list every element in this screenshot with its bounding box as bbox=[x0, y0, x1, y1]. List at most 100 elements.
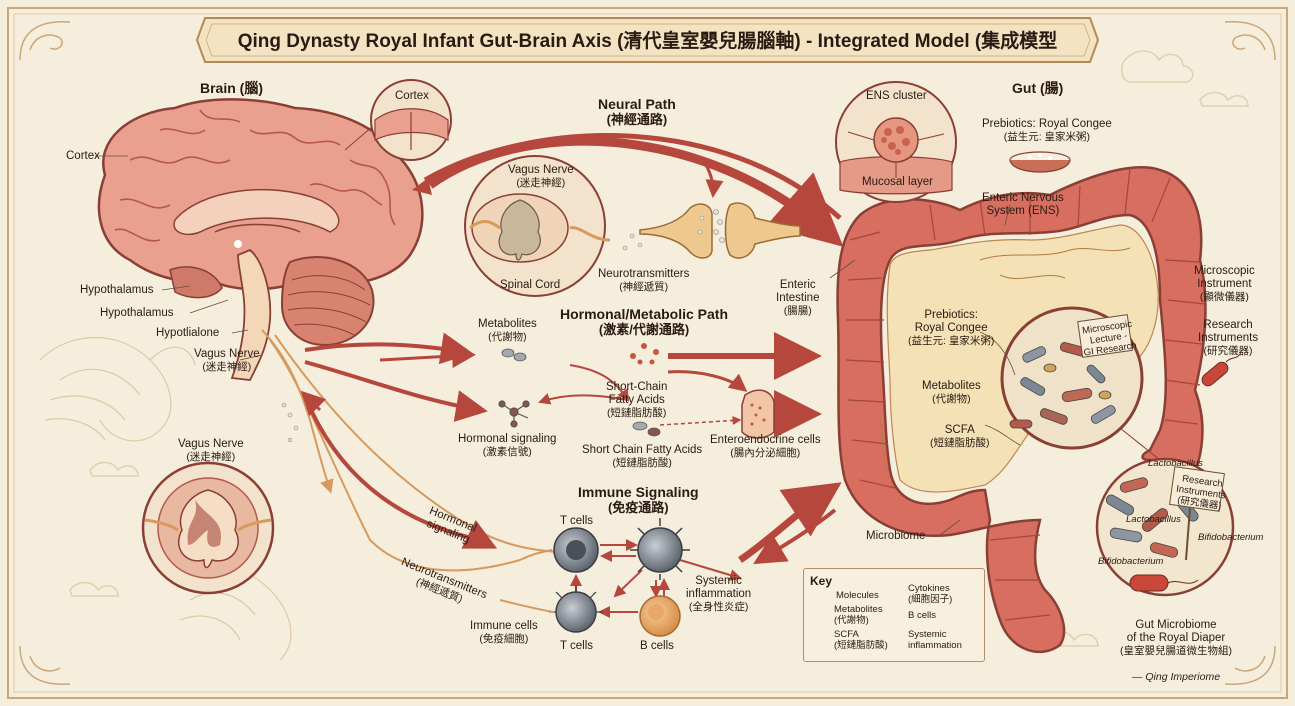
enteroendocrine-label: Enteroendocrine cells (腸內分泌細胞) bbox=[710, 434, 821, 460]
immune-path-title-en: Immune Signaling bbox=[578, 484, 699, 500]
research-instruments-sign: Research Instruments (研究儀器) bbox=[1174, 473, 1228, 513]
prebiotics-mid-label-en: Prebiotics: Royal Congee bbox=[915, 309, 988, 334]
legend-systemic: Systemic inflammation bbox=[908, 630, 962, 651]
scfa-label-en: Short-Chain Fatty Acids bbox=[606, 381, 667, 406]
hormonal-signaling-label: Hormonal signaling (激素信號) bbox=[458, 433, 556, 459]
gut-microbiome-caption: Gut Microbiome of the Royal Diaper (皇室嬰兒… bbox=[1120, 606, 1232, 697]
immune-cell-icon bbox=[549, 518, 690, 636]
prebiotics-top-label-en: Prebiotics: Royal Congee bbox=[982, 118, 1112, 130]
neural-vagus-label-en: Vagus Nerve bbox=[508, 164, 574, 176]
gut-microbiome-caption-zh: (皇室嬰兒腸道微生物組) bbox=[1120, 645, 1232, 658]
immune-path-title: Immune Signaling (免疫通路) bbox=[578, 484, 699, 516]
page-title: Qing Dynasty Royal Infant Gut-Brain Axis… bbox=[200, 26, 1095, 53]
legend-cytokines-en: Cytokines bbox=[908, 583, 950, 594]
metabolites-label-en: Metabolites bbox=[478, 318, 537, 330]
gut-microbiome-caption-en: Gut Microbiome of the Royal Diaper bbox=[1127, 619, 1225, 644]
cortex-inset-label: Cortex bbox=[395, 90, 429, 103]
synapse-illustration bbox=[623, 203, 800, 258]
neural-path-title-zh: (神經通路) bbox=[598, 112, 676, 128]
legend-metabolites-zh: (代謝物) bbox=[834, 615, 869, 626]
neural-vagus-label: Vagus Nerve (迷走神經) bbox=[508, 164, 574, 190]
gut-metabolites-label-en: Metabolites bbox=[922, 380, 981, 392]
immune-cells-label-en: Immune cells bbox=[470, 620, 538, 632]
scfa2-label-en: Short Chain Fatty Acids bbox=[582, 444, 702, 456]
research-instruments-label: Research Instruments (研究儀器) bbox=[1198, 306, 1258, 371]
hormonal-signaling-label-en: Hormonal signaling bbox=[458, 433, 556, 445]
legend-scfa: SCFA (短鏈脂肪酸) bbox=[834, 630, 888, 651]
gut-scfa-label: SCFA (短鏈脂肪酸) bbox=[930, 424, 990, 450]
prebiotics-mid-label: Prebiotics: Royal Congee (益生元: 皇家米粥) bbox=[908, 296, 994, 361]
lactobacillus-label-1: Lactobacillus bbox=[1148, 458, 1203, 469]
immune-cells-label: Immune cells (免疫細胞) bbox=[470, 620, 538, 646]
legend-scfa-en: SCFA bbox=[834, 629, 859, 640]
bifidobacterium-label-1: Bifidobacterium bbox=[1198, 532, 1263, 543]
vagus-nerve-label-zh: (迷走神經) bbox=[194, 361, 260, 374]
legend-systemic-en2: inflammation bbox=[908, 640, 962, 651]
systemic-inflammation-label-zh: (全身性炎症) bbox=[686, 601, 751, 614]
scfa-molecule-icon bbox=[630, 343, 659, 365]
gut-scfa-label-en: SCFA bbox=[945, 424, 975, 436]
cortex-label: Cortex bbox=[66, 150, 100, 163]
royal-congee-bowl-icon bbox=[1010, 152, 1070, 172]
vagus-nerve-label-en: Vagus Nerve bbox=[194, 348, 260, 360]
vagus-nerve-label: Vagus Nerve (迷走神經) bbox=[194, 348, 260, 374]
ens-label: Enteric Nervous System (ENS) bbox=[982, 192, 1064, 218]
microscopic-instrument-label-zh: (顯微儀器) bbox=[1194, 291, 1255, 304]
hypothalamus-label-2: Hypothalamus bbox=[100, 307, 174, 320]
enteric-intestine-label-zh: (腸腸) bbox=[776, 305, 819, 318]
microbiome-label: Microbiome bbox=[866, 530, 925, 543]
bcells-label: B cells bbox=[640, 640, 674, 653]
vagus-nerve-label-2-en: Vagus Nerve bbox=[178, 438, 244, 450]
brain-section-title: Brain (腦) bbox=[200, 80, 263, 96]
enteroendocrine-cell-icon bbox=[742, 390, 774, 438]
enteroendocrine-label-en: Enteroendocrine cells bbox=[710, 434, 821, 446]
vagus-nerve-label-2-zh: (迷走神經) bbox=[178, 451, 244, 464]
neurotransmitters-label-zh: (神經遞質) bbox=[598, 281, 689, 294]
legend-metabolites: Metabolites (代謝物) bbox=[834, 605, 883, 626]
neurotransmitters-label: Neurotransmitters (神經遞質) bbox=[598, 268, 689, 294]
hormonal-path-title-en: Hormonal/Metabolic Path bbox=[560, 306, 728, 322]
systemic-inflammation-label-en: Systemic inflammation bbox=[686, 575, 751, 600]
immune-path-title-zh: (免疫通路) bbox=[578, 500, 699, 516]
prebiotics-top-label: Prebiotics: Royal Congee (益生元: 皇家米粥) bbox=[982, 118, 1112, 144]
systemic-inflammation-label: Systemic inflammation (全身性炎症) bbox=[686, 562, 751, 627]
gut-metabolites-label: Metabolites (代謝物) bbox=[922, 380, 981, 406]
bifidobacterium-label-2: Bifidobacterium bbox=[1098, 556, 1163, 567]
hypothalamus-label-3: Hypotlialone bbox=[156, 327, 219, 340]
mucosal-layer-label: Mucosal layer bbox=[862, 176, 933, 189]
hormone-molecule-icon bbox=[499, 401, 529, 427]
legend-molecules: Molecules bbox=[836, 591, 879, 602]
neural-vagus-label-zh: (迷走神經) bbox=[508, 177, 574, 190]
legend-title: Key bbox=[810, 574, 832, 588]
metabolites-label: Metabolites (代謝物) bbox=[478, 318, 537, 344]
legend-metabolites-en: Metabolites bbox=[834, 604, 883, 615]
lactobacillus-label-2: Lactobacillus bbox=[1126, 514, 1181, 525]
tcells-top-label: T cells bbox=[560, 515, 593, 528]
enteric-intestine-label: Enteric Intestine (腸腸) bbox=[776, 266, 819, 331]
tcells-bottom-label: T cells bbox=[560, 640, 593, 653]
legend-bcells: B cells bbox=[908, 611, 936, 622]
prebiotics-top-label-zh: (益生元: 皇家米粥) bbox=[982, 131, 1112, 144]
hormonal-signaling-label-zh: (激素信號) bbox=[458, 446, 556, 459]
neural-path-title-en: Neural Path bbox=[598, 96, 676, 112]
legend-scfa-zh: (短鏈脂肪酸) bbox=[834, 640, 888, 651]
hypothalamus-label-1: Hypothalamus bbox=[80, 284, 154, 297]
research-instruments-label-en: Research Instruments bbox=[1198, 319, 1258, 344]
spinal-cord-cross-section bbox=[143, 463, 273, 593]
legend-systemic-en: Systemic bbox=[908, 629, 947, 640]
ens-cluster-label: ENS cluster bbox=[866, 90, 927, 103]
scfa2-label: Short Chain Fatty Acids (短鏈脂肪酸) bbox=[582, 444, 702, 470]
gut-section-title: Gut (腸) bbox=[1012, 80, 1063, 96]
enteric-intestine-label-en: Enteric Intestine bbox=[776, 279, 819, 304]
immune-cells-label-zh: (免疫細胞) bbox=[470, 633, 538, 646]
hormonal-path-title-zh: (激素/代謝通路) bbox=[560, 322, 728, 338]
gut-microbiome-caption-sig: — Qing Imperiome bbox=[1120, 671, 1232, 684]
neurotransmitters-label-en: Neurotransmitters bbox=[598, 268, 689, 280]
vagus-nerve-label-2: Vagus Nerve (迷走神經) bbox=[178, 438, 244, 464]
scfa-label: Short-Chain Fatty Acids (短鏈脂肪酸) bbox=[606, 368, 667, 433]
gut-scfa-label-zh: (短鏈脂肪酸) bbox=[930, 437, 990, 450]
neural-path-title: Neural Path (神經通路) bbox=[598, 96, 676, 128]
metabolite-molecule-icon bbox=[502, 349, 526, 361]
gut-metabolites-label-zh: (代謝物) bbox=[922, 393, 981, 406]
